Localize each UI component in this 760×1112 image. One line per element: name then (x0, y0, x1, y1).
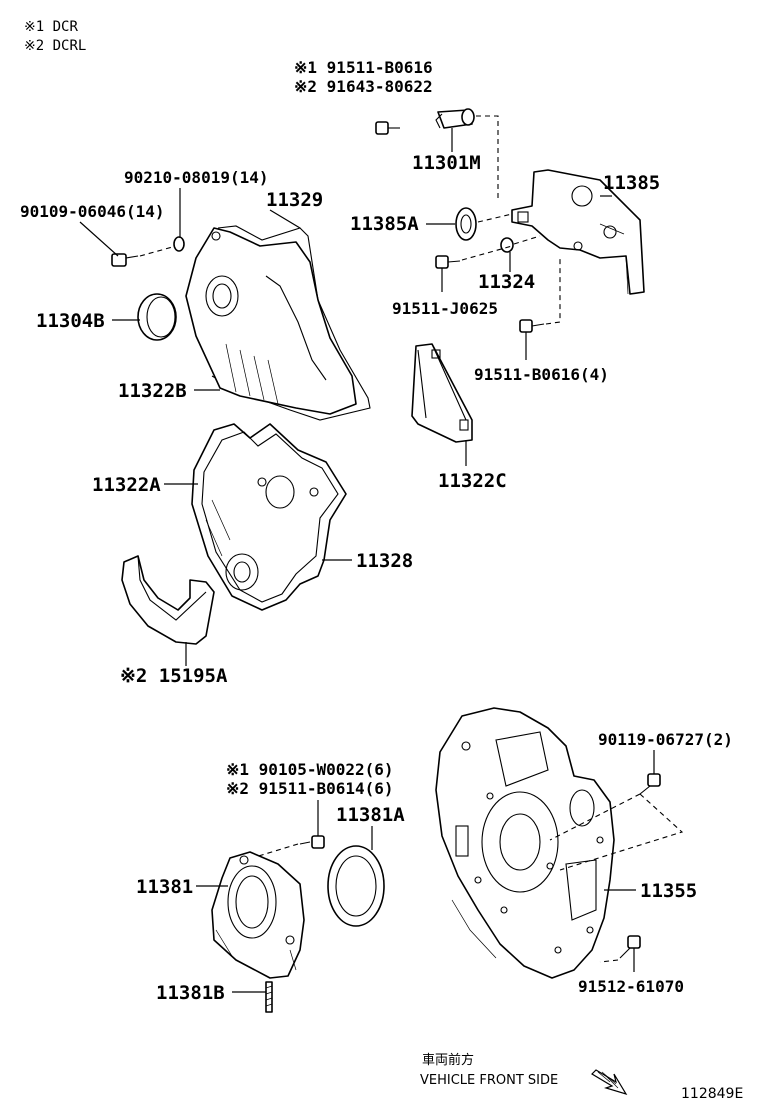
stud-11381b-icon (265, 981, 273, 1013)
label-91512-61070: 91512-61070 (578, 977, 684, 996)
timing-cover-upper-icon (185, 227, 357, 415)
label-11328: 11328 (356, 550, 413, 572)
direction-label-en: VEHICLE FRONT SIDE (420, 1073, 558, 1088)
label-11381b: 11381B (156, 982, 225, 1004)
bolt-90119-icon (639, 773, 661, 795)
label-11304b: 11304B (36, 310, 105, 332)
label-90109-06046: 90109-06046(14) (20, 202, 165, 221)
oil-seal-11385a-icon (455, 207, 477, 241)
label-11329: 11329 (266, 189, 323, 211)
label-15195a: ※2 15195A (120, 665, 228, 687)
end-plate-11355-icon (435, 707, 615, 979)
label-11322a: 11322A (92, 474, 161, 496)
gasket-11329-icon (211, 225, 371, 421)
label-11322c: 11322C (438, 470, 507, 492)
label-11381a: 11381A (336, 804, 405, 826)
direction-arrow-icon (591, 1069, 628, 1096)
bolt-91511-j0625-icon (435, 255, 461, 269)
oil-seal-11381a-icon (327, 845, 385, 927)
bolt-91511-b0616-4-icon (519, 319, 545, 333)
label-11324: 11324 (478, 271, 535, 293)
oil-seal-retainer-11381-icon (211, 851, 305, 979)
direction-label-jp: 車両前方 (422, 1052, 474, 1068)
label-90119-06727: 90119-06727(2) (598, 730, 733, 749)
nut-90210-icon (173, 236, 185, 252)
legend-note-2: ※2 DCRL (24, 38, 86, 54)
timing-cover-lower-icon (191, 423, 347, 611)
legend-note-1: ※1 DCR (24, 19, 78, 35)
label-11385: 11385 (603, 172, 660, 194)
label-91643-80622: ※2 91643-80622 (294, 77, 433, 96)
bolt-90105-icon (299, 835, 325, 849)
label-90105-w0022: ※1 90105-W0022(6) (226, 760, 394, 779)
label-11385a: 11385A (350, 213, 419, 235)
cover-11322c-icon (411, 343, 473, 443)
label-11355: 11355 (640, 880, 697, 902)
bolt-90109-icon (111, 253, 139, 267)
sensor-bolt-icon (375, 121, 400, 135)
label-91511-b0616: ※1 91511-B0616 (294, 58, 433, 77)
label-91511-b0616-4: 91511-B0616(4) (474, 365, 609, 384)
washer-11324-icon (500, 237, 514, 253)
label-90210-08019: 90210-08019(14) (124, 168, 269, 187)
label-11301m: 11301M (412, 152, 481, 174)
label-91511-j0625: 91511-J0625 (392, 299, 498, 318)
label-11322b: 11322B (118, 380, 187, 402)
label-11381: 11381 (136, 876, 193, 898)
figure-id: 112849E (681, 1086, 743, 1102)
plug-11304b-icon (137, 293, 177, 341)
bracket-11385-icon (511, 169, 645, 295)
crank-position-sensor-icon (435, 108, 475, 129)
cover-15195a-icon (121, 555, 215, 645)
label-91511-b0614: ※2 91511-B0614(6) (226, 779, 394, 798)
bolt-91512-icon (619, 935, 641, 959)
